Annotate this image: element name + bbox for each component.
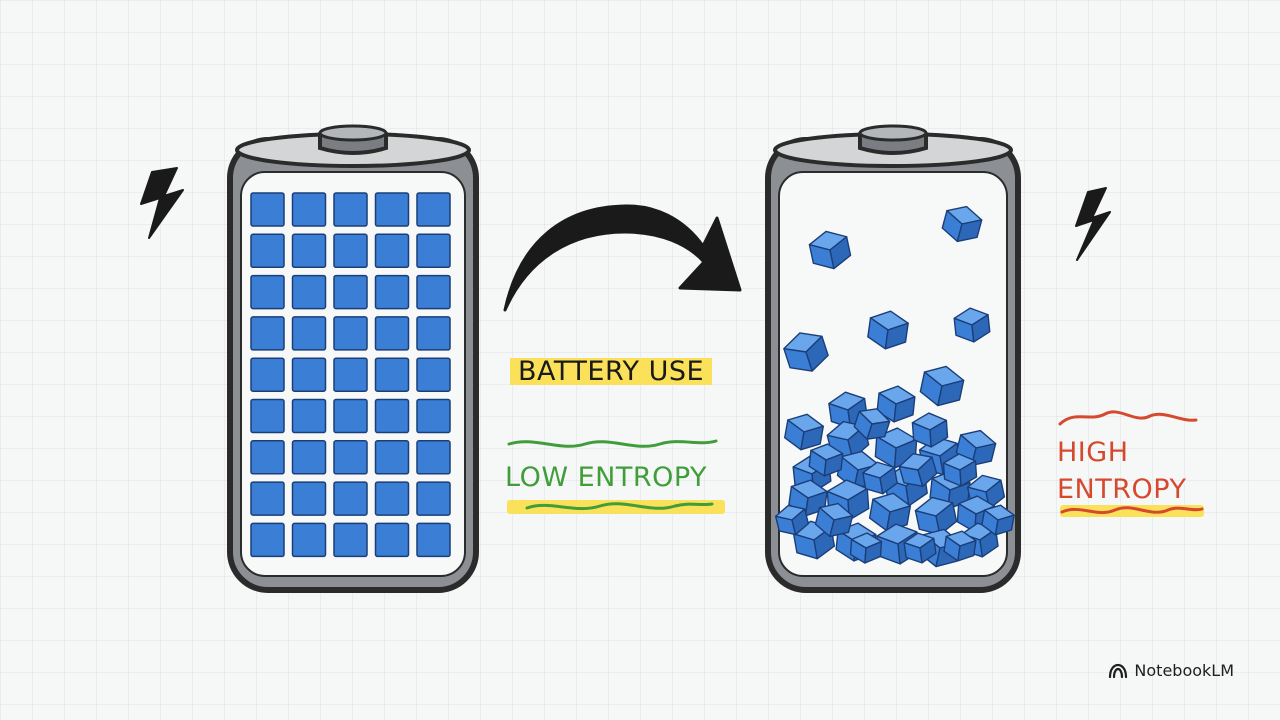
scattered-cube bbox=[876, 385, 916, 423]
grid-cube bbox=[374, 274, 410, 310]
grid-cube bbox=[250, 274, 285, 310]
grid-cube bbox=[291, 522, 327, 558]
grid-cube bbox=[374, 233, 410, 269]
scattered-cube bbox=[898, 452, 938, 488]
grid-cube bbox=[416, 398, 451, 434]
scattered-cube bbox=[955, 429, 997, 467]
used-battery bbox=[765, 124, 1021, 593]
scattered-cube bbox=[953, 307, 991, 343]
high-entropy-squiggle-top bbox=[1058, 410, 1198, 426]
grid-cube bbox=[416, 481, 451, 516]
grid-cube bbox=[250, 481, 285, 516]
grid-cube bbox=[416, 357, 451, 392]
high-entropy-line-2: ENTROPY bbox=[1057, 474, 1187, 505]
grid-cube bbox=[374, 481, 410, 516]
scattered-cube bbox=[828, 391, 868, 429]
grid-cube bbox=[250, 398, 285, 434]
grid-cube bbox=[291, 316, 327, 351]
grid-cube bbox=[374, 357, 410, 392]
scattered-cube bbox=[774, 504, 810, 536]
scattered-cube bbox=[941, 205, 983, 243]
grid-cube bbox=[416, 316, 451, 351]
grid-cube bbox=[250, 522, 285, 558]
grid-cube bbox=[333, 357, 368, 392]
low-entropy-label: LOW ENTROPY bbox=[505, 462, 708, 493]
high-entropy-line-1: HIGH bbox=[1057, 437, 1129, 468]
grid-cube bbox=[374, 398, 410, 434]
charged-battery bbox=[227, 124, 479, 593]
brand-watermark: NotebookLM bbox=[1108, 661, 1234, 680]
grid-cube bbox=[374, 440, 410, 475]
scattered-cube bbox=[868, 492, 912, 532]
grid-cube bbox=[291, 233, 327, 269]
scattered-cube bbox=[862, 461, 898, 495]
scattered-cube bbox=[808, 443, 844, 477]
scattered-cube bbox=[911, 412, 949, 448]
scattered-cube bbox=[867, 310, 909, 350]
grid-cube bbox=[416, 274, 451, 310]
scattered-cube bbox=[943, 530, 977, 562]
grid-cube bbox=[333, 481, 368, 516]
low-entropy-highlight bbox=[507, 500, 725, 514]
low-entropy-squiggle-top bbox=[507, 439, 718, 448]
scattered-cube bbox=[808, 230, 852, 270]
notebooklm-logo-icon bbox=[1109, 663, 1128, 678]
grid-cube bbox=[333, 522, 368, 558]
grid-cube bbox=[374, 522, 410, 558]
grid-cube bbox=[374, 192, 410, 227]
scattered-cube bbox=[942, 453, 978, 487]
curved-arrow-icon bbox=[503, 204, 742, 312]
grid-cube bbox=[291, 192, 327, 227]
grid-cube bbox=[291, 440, 327, 475]
grid-cube bbox=[333, 398, 368, 434]
grid-cube bbox=[333, 233, 368, 269]
scattered-cubes bbox=[774, 205, 1015, 568]
lightning-bolt-icon bbox=[140, 167, 184, 239]
ordered-cube-grid bbox=[250, 192, 451, 558]
scattered-cube bbox=[784, 413, 824, 451]
grid-cube bbox=[333, 274, 368, 310]
grid-cube bbox=[333, 440, 368, 475]
high-entropy-highlight bbox=[1060, 505, 1204, 517]
grid-cube bbox=[291, 481, 327, 516]
scattered-cube bbox=[849, 532, 883, 564]
grid-cube bbox=[250, 233, 285, 269]
scattered-cube bbox=[814, 502, 854, 538]
high-entropy-squiggle-bottom bbox=[1060, 506, 1204, 515]
grid-cube bbox=[250, 440, 285, 475]
grid-cube bbox=[416, 440, 451, 475]
battery-use-label: BATTERY USE bbox=[510, 354, 713, 389]
grid-cube bbox=[250, 192, 285, 227]
scattered-cube bbox=[853, 408, 891, 440]
grid-cube bbox=[333, 192, 368, 227]
scattered-cube bbox=[783, 332, 829, 372]
grid-cube bbox=[291, 274, 327, 310]
scattered-cube bbox=[919, 365, 965, 407]
brand-name: NotebookLM bbox=[1134, 661, 1234, 680]
grid-cube bbox=[333, 316, 368, 351]
grid-cube bbox=[250, 357, 285, 392]
lightning-bolt-icon bbox=[1075, 187, 1111, 261]
high-entropy-label: HIGH ENTROPY bbox=[1057, 434, 1186, 508]
grid-cube bbox=[416, 233, 451, 269]
grid-cube bbox=[250, 316, 285, 351]
scattered-cube bbox=[914, 496, 958, 536]
grid-cube bbox=[291, 357, 327, 392]
grid-cube bbox=[291, 398, 327, 434]
grid-cube bbox=[374, 316, 410, 351]
scattered-cube bbox=[981, 504, 1015, 536]
low-entropy-squiggle-bottom bbox=[525, 502, 714, 511]
grid-cube bbox=[416, 522, 451, 558]
scattered-cube bbox=[903, 532, 937, 564]
grid-cube bbox=[416, 192, 451, 227]
